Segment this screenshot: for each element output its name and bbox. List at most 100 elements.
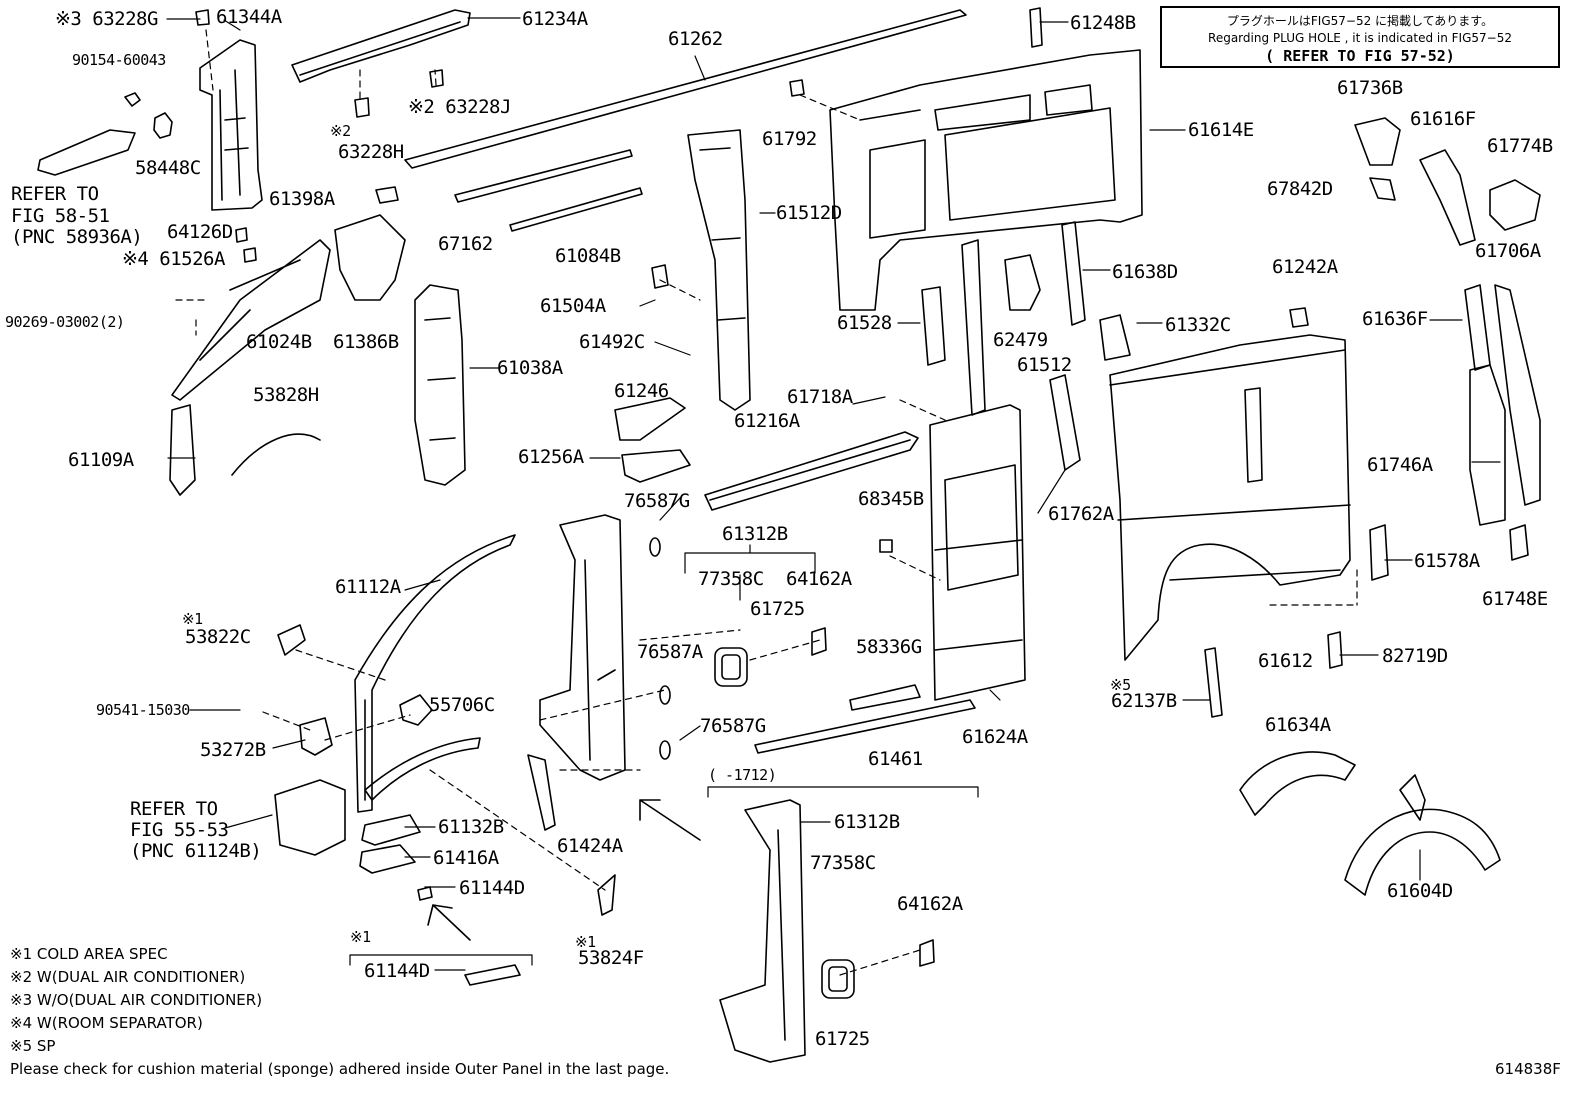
part-label-61312B-2[interactable]: 61312B bbox=[834, 811, 900, 833]
part-label-58336G[interactable]: 58336G bbox=[856, 636, 922, 658]
part-label-61512D[interactable]: 61512D bbox=[776, 202, 842, 224]
part-label-64162A-2[interactable]: 64162A bbox=[897, 893, 963, 915]
part-label-61748E[interactable]: 61748E bbox=[1482, 588, 1548, 610]
part-label-61332C[interactable]: 61332C bbox=[1165, 314, 1231, 336]
dashed-connectors bbox=[175, 29, 1358, 976]
mark-63228H: ※2 bbox=[330, 122, 351, 140]
part-label-76587G-2[interactable]: 76587G bbox=[700, 715, 766, 737]
part-label-61634A[interactable]: 61634A bbox=[1265, 714, 1331, 736]
part-label-62479[interactable]: 62479 bbox=[993, 329, 1048, 351]
side-panel-61614E bbox=[829, 49, 1143, 311]
part-label-61706A[interactable]: 61706A bbox=[1475, 240, 1541, 262]
part-label-76587A[interactable]: 76587A bbox=[637, 641, 703, 663]
part-label-55706C[interactable]: 55706C bbox=[429, 694, 495, 716]
part-label-61248B[interactable]: 61248B bbox=[1070, 12, 1136, 34]
part-label-64126D[interactable]: 64126D bbox=[167, 221, 233, 243]
part-label-61604D[interactable]: 61604D bbox=[1387, 880, 1453, 902]
part-label-61528[interactable]: 61528 bbox=[837, 312, 892, 334]
mark-53824F: ※1 bbox=[575, 933, 596, 951]
part-label-77358C-1[interactable]: 77358C bbox=[698, 568, 764, 590]
wheel-house-61604D bbox=[1344, 774, 1501, 896]
part-label-61256A[interactable]: 61256A bbox=[518, 446, 584, 468]
part-label-63228G[interactable]: ※3 63228G bbox=[55, 8, 158, 30]
part-label-61636F[interactable]: 61636F bbox=[1362, 308, 1428, 330]
part-label-61461[interactable]: 61461 bbox=[868, 748, 923, 770]
part-label-61512[interactable]: 61512 bbox=[1017, 354, 1072, 376]
part-label-61398A[interactable]: 61398A bbox=[269, 188, 335, 210]
part-label-53272B[interactable]: 53272B bbox=[200, 739, 266, 761]
part-label-61614E[interactable]: 61614E bbox=[1188, 119, 1254, 141]
part-label-61262[interactable]: 61262 bbox=[668, 28, 723, 50]
part-label-61109A[interactable]: 61109A bbox=[68, 449, 134, 471]
bracket-61792 bbox=[789, 79, 805, 97]
part-label-67842D[interactable]: 67842D bbox=[1267, 178, 1333, 200]
part-label-61386B[interactable]: 61386B bbox=[333, 331, 399, 353]
brace-61424A bbox=[527, 754, 556, 831]
part-label-61084B[interactable]: 61084B bbox=[555, 245, 621, 267]
footnote-2: ※2 W(DUAL AIR CONDITIONER) bbox=[10, 968, 246, 986]
part-label-61246[interactable]: 61246 bbox=[614, 380, 669, 402]
footnote-3: ※3 W/O(DUAL AIR CONDITIONER) bbox=[10, 991, 263, 1009]
part-label-61312B-1[interactable]: 61312B bbox=[722, 523, 788, 545]
part-label-62137B[interactable]: 62137B bbox=[1111, 690, 1177, 712]
bracket-68345B bbox=[879, 539, 893, 553]
part-label-63228H[interactable]: 63228H bbox=[338, 141, 404, 163]
part-label-61492C[interactable]: 61492C bbox=[579, 331, 645, 353]
part-label-64162A-1[interactable]: 64162A bbox=[786, 568, 852, 590]
part-label-61578A[interactable]: 61578A bbox=[1414, 550, 1480, 572]
part-label-61746A[interactable]: 61746A bbox=[1367, 454, 1433, 476]
part-label-61216A[interactable]: 61216A bbox=[734, 410, 800, 432]
part-label-53822C[interactable]: 53822C bbox=[185, 626, 251, 648]
footnote-cushion: Please check for cushion material (spong… bbox=[10, 1060, 670, 1078]
roof-rail-parts bbox=[291, 9, 967, 232]
part-label-61774B[interactable]: 61774B bbox=[1487, 135, 1553, 157]
part-label-76587G-1[interactable]: 76587G bbox=[624, 490, 690, 512]
brace-61109A bbox=[169, 404, 196, 496]
braces-center bbox=[921, 221, 1131, 471]
part-label-61144D-1[interactable]: 61144D bbox=[459, 877, 525, 899]
part-label-61736B[interactable]: 61736B bbox=[1337, 77, 1403, 99]
part-label-61725-2[interactable]: 61725 bbox=[815, 1028, 870, 1050]
brace-61386B bbox=[334, 214, 406, 301]
part-label-61424A[interactable]: 61424A bbox=[557, 835, 623, 857]
part-label-61234A[interactable]: 61234A bbox=[522, 8, 588, 30]
mark-62137B: ※5 bbox=[1110, 676, 1131, 694]
part-label-61112A[interactable]: 61112A bbox=[335, 576, 401, 598]
part-label-61024B[interactable]: 61024B bbox=[246, 331, 312, 353]
part-label-67162[interactable]: 67162 bbox=[438, 233, 493, 255]
part-label-61344A[interactable]: 61344A bbox=[216, 6, 282, 28]
arrow-front bbox=[427, 799, 701, 941]
pillar-61512D bbox=[687, 129, 751, 411]
part-label-61504A[interactable]: 61504A bbox=[540, 295, 606, 317]
mark-61144D-2: ※1 bbox=[350, 928, 371, 946]
part-label-61616F[interactable]: 61616F bbox=[1410, 108, 1476, 130]
part-label-61132B[interactable]: 61132B bbox=[438, 816, 504, 838]
part-label-90269-03002[interactable]: 90269-03002(2) bbox=[5, 313, 125, 331]
part-label-82719D[interactable]: 82719D bbox=[1382, 645, 1448, 667]
part-label-63228J[interactable]: ※2 63228J bbox=[408, 96, 511, 118]
part-label-61638D[interactable]: 61638D bbox=[1112, 261, 1178, 283]
part-label-61242A[interactable]: 61242A bbox=[1272, 256, 1338, 278]
part-label-61792[interactable]: 61792 bbox=[762, 128, 817, 150]
part-label-77358C-2[interactable]: 77358C bbox=[810, 852, 876, 874]
part-label-90541-15030[interactable]: 90541-15030 bbox=[96, 701, 190, 719]
part-label-61624A[interactable]: 61624A bbox=[962, 726, 1028, 748]
part-label-58448C[interactable]: 58448C bbox=[135, 157, 201, 179]
refer-55-53-line1: REFER TO bbox=[130, 798, 218, 820]
part-label-53828H[interactable]: 53828H bbox=[253, 384, 319, 406]
part-label-61416A[interactable]: 61416A bbox=[433, 847, 499, 869]
part-label-61762A[interactable]: 61762A bbox=[1048, 503, 1114, 525]
brace-53824F bbox=[597, 874, 616, 916]
part-label-61725-1[interactable]: 61725 bbox=[750, 598, 805, 620]
part-label-61038A[interactable]: 61038A bbox=[497, 357, 563, 379]
door-panel-61624A bbox=[929, 404, 1026, 701]
part-label-53824F[interactable]: 53824F bbox=[578, 947, 644, 969]
part-label-61144D-2[interactable]: 61144D bbox=[364, 960, 430, 982]
part-label-68345B[interactable]: 68345B bbox=[858, 488, 924, 510]
part-label-61526A[interactable]: ※4 61526A bbox=[122, 248, 225, 270]
part-61132B bbox=[359, 814, 421, 874]
part-label-61612[interactable]: 61612 bbox=[1258, 650, 1313, 672]
strip-62137B bbox=[1204, 647, 1223, 718]
part-label-90154-60043[interactable]: 90154-60043 bbox=[72, 51, 166, 69]
part-label-61718A[interactable]: 61718A bbox=[787, 386, 853, 408]
